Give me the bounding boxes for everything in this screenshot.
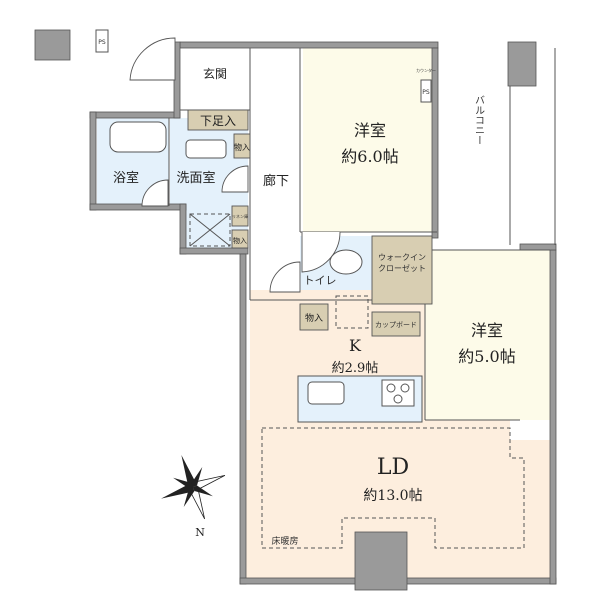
- washer-cross: [189, 213, 231, 247]
- bathtub: [109, 121, 167, 153]
- linen-label: リネン庫: [232, 213, 248, 219]
- bath-label: 浴室: [113, 170, 139, 186]
- burner: [393, 394, 403, 404]
- counter-label: カウンター: [416, 67, 436, 73]
- washroom-floor: [170, 118, 248, 206]
- washroom-door[interactable]: [221, 165, 249, 193]
- shoe-box-label: 下足入: [200, 114, 236, 128]
- western-room-2-floor: [425, 250, 550, 420]
- corridor-label: 廊下: [263, 173, 289, 189]
- western-room-1-floor: [303, 48, 437, 232]
- kitchen-name: K: [349, 336, 362, 355]
- balcony-label: バルコニー: [473, 95, 485, 145]
- burner: [386, 383, 396, 393]
- ps-box: [95, 29, 109, 53]
- ld-floor: [245, 420, 550, 580]
- ps-box-2: [420, 79, 432, 103]
- north-label: N: [195, 526, 205, 539]
- toilet-bowl: [329, 249, 363, 275]
- western-room-1-size: 約6.0帖: [341, 147, 398, 166]
- washroom-label: 洗面室: [176, 170, 215, 186]
- wic-label-1: ウォークイン: [378, 253, 426, 262]
- western-room-1-name: 洋室: [354, 121, 386, 140]
- wic-label-2: クローゼット: [378, 263, 426, 273]
- walls: [34, 29, 557, 591]
- room1-door[interactable]: [301, 231, 341, 273]
- burner: [400, 383, 410, 393]
- ld-name: LD: [377, 455, 409, 480]
- bath-door[interactable]: [141, 179, 169, 207]
- storage-3-label: 物入: [305, 312, 323, 324]
- kitchen-size: 約2.9帖: [332, 361, 379, 376]
- floor-heating-label: 床暖房: [271, 535, 298, 547]
- toilet-label: トイレ: [304, 274, 337, 287]
- sink: [185, 139, 227, 159]
- linen-closet: [231, 205, 249, 227]
- shoe-box: [187, 109, 249, 131]
- storage-2: [231, 229, 249, 249]
- ld-size: 約13.0帖: [363, 488, 422, 504]
- washer-space: [189, 213, 231, 247]
- entrance-door[interactable]: [129, 37, 176, 81]
- fridge-space: [335, 295, 369, 329]
- western-room-2-size: 約5.0帖: [458, 347, 515, 366]
- compass-icon: [161, 455, 226, 520]
- walk-in-closet: [371, 235, 433, 305]
- cupboard-label: カップボード: [375, 321, 417, 329]
- ps-label: PS: [98, 39, 106, 46]
- storage-1-label: 物入: [234, 142, 250, 152]
- kitchen-sink: [307, 381, 345, 405]
- entrance-label: 玄関: [203, 66, 227, 81]
- toilet-door[interactable]: [269, 261, 301, 293]
- stove: [381, 379, 415, 407]
- storage-2-label: 物入: [233, 236, 247, 245]
- floor-heating-zone: [261, 427, 525, 549]
- ps-label-2: PS: [422, 89, 430, 96]
- storage-1: [233, 133, 251, 159]
- cupboard: [371, 311, 421, 337]
- storage-3: [299, 303, 329, 331]
- western-room-2-name: 洋室: [471, 321, 503, 340]
